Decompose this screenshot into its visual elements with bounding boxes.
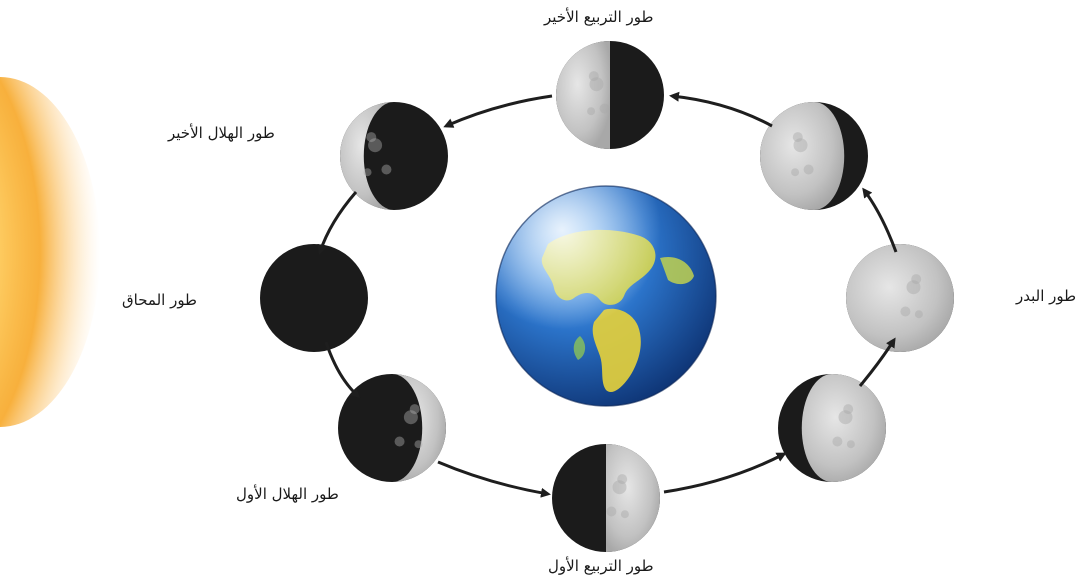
arrow-waningcres-to-new-icon [320, 192, 356, 252]
moon-waxing-gibbous-icon [778, 374, 886, 482]
arrow-waxing-to-first-icon [438, 462, 548, 494]
moon-new-icon [260, 244, 368, 352]
moon-last-quarter-icon [556, 41, 664, 149]
label-first-quarter: طور التربيع الأول [548, 557, 654, 575]
label-waning-crescent: طور الهلال الأخير [168, 124, 275, 142]
moon-full-icon [846, 244, 954, 352]
arrow-gibbous-to-full-icon [860, 340, 894, 386]
sun-icon [0, 77, 100, 427]
label-last-quarter: طور التربيع الأخير [544, 8, 654, 26]
label-waxing-crescent: طور الهلال الأول [236, 485, 339, 503]
label-new-moon: طور المحاق [122, 291, 197, 309]
earth-icon [496, 186, 716, 406]
arrow-waning-to-lastq-icon [672, 96, 772, 126]
moon-waning-gibbous-icon [760, 102, 868, 210]
arrow-full-to-waning-icon [864, 190, 896, 252]
label-full-moon: طور البدر [1016, 287, 1076, 305]
arrow-lastq-to-waningcres-icon [446, 96, 552, 126]
moon-first-quarter-icon [552, 444, 660, 552]
arrow-new-to-waxing-icon [326, 342, 358, 396]
arrow-first-to-gibbous-icon [664, 454, 784, 492]
